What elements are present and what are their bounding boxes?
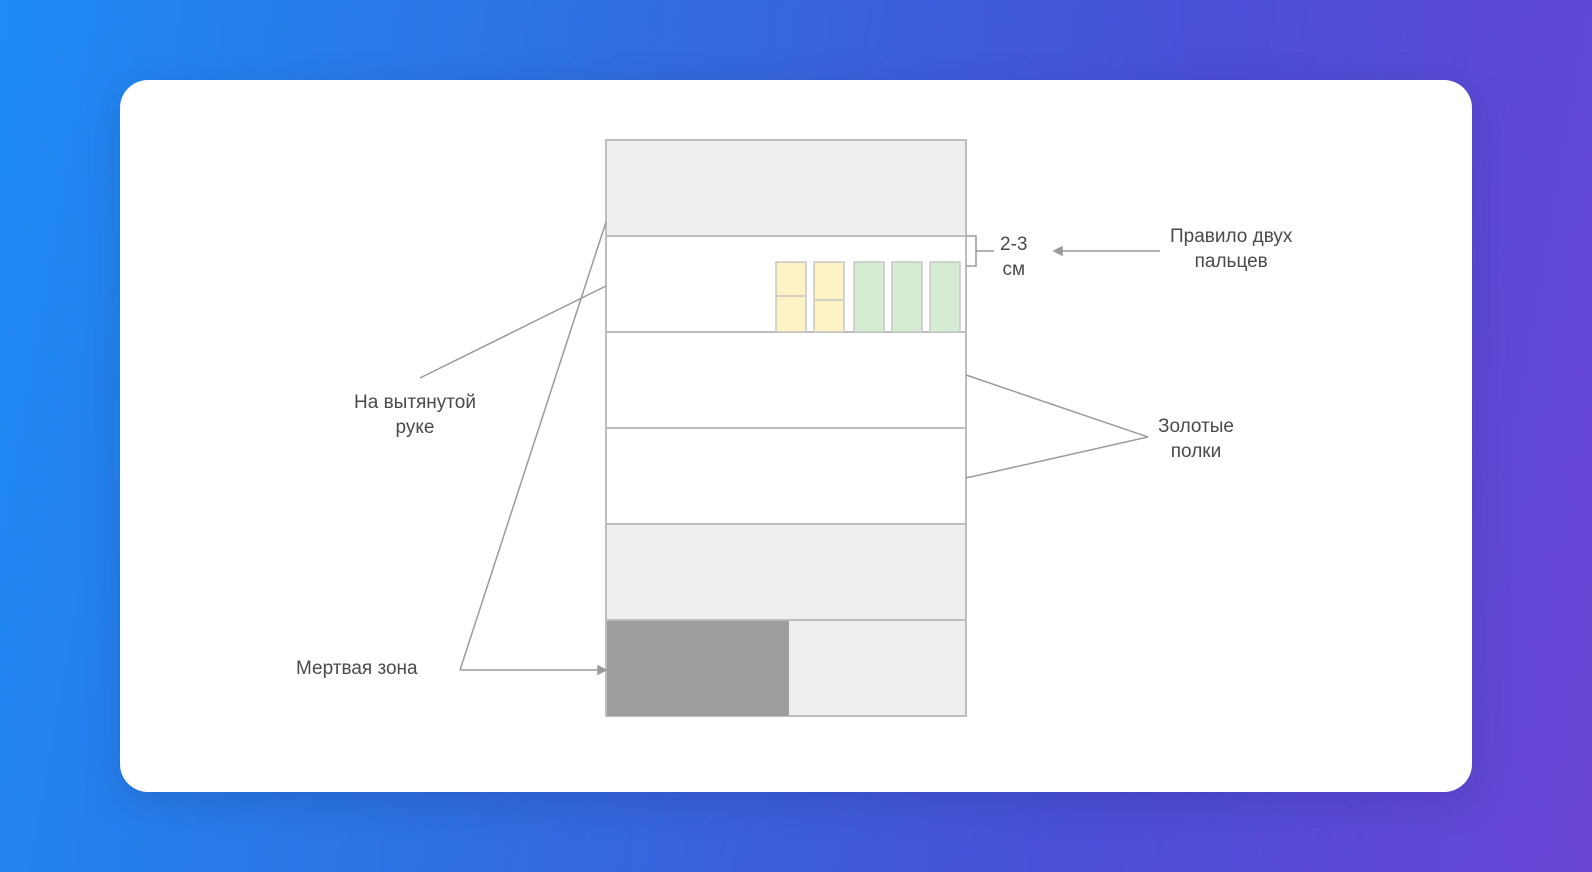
label-dead-zone: Мертвая зона: [296, 658, 418, 679]
label-gap: 2-3 см: [1000, 234, 1028, 280]
shelf-diagram: [419, 139, 1160, 717]
label-two-fingers-rule: Правило двух пальцев: [1170, 226, 1293, 272]
label-outstretched-arm: На вытянутой руке: [354, 392, 476, 438]
dead-zone-block: [607, 621, 789, 716]
shelf-lower: [605, 523, 967, 621]
diagram-card: 2-3 см Правило двух пальцев Золотые полк…: [120, 80, 1472, 792]
shelf-golden-1: [605, 331, 967, 429]
product-yellow: [813, 261, 845, 333]
dead-zone-pointer: [460, 664, 608, 676]
golden-shelves-pointers: [965, 374, 1149, 479]
two-fingers-arrow: [1052, 245, 1160, 257]
product-green: [853, 261, 885, 333]
products: [775, 261, 961, 333]
product-yellow: [775, 261, 807, 333]
shelf-top: [605, 139, 967, 237]
shelving-unit: [605, 139, 967, 717]
gap-bracket: [966, 235, 994, 267]
product-green: [891, 261, 923, 333]
outstretched-arm-pointers: [419, 221, 607, 671]
label-golden-shelves: Золотые полки: [1158, 416, 1234, 462]
shelf-golden-2: [605, 427, 967, 525]
product-green: [929, 261, 961, 333]
